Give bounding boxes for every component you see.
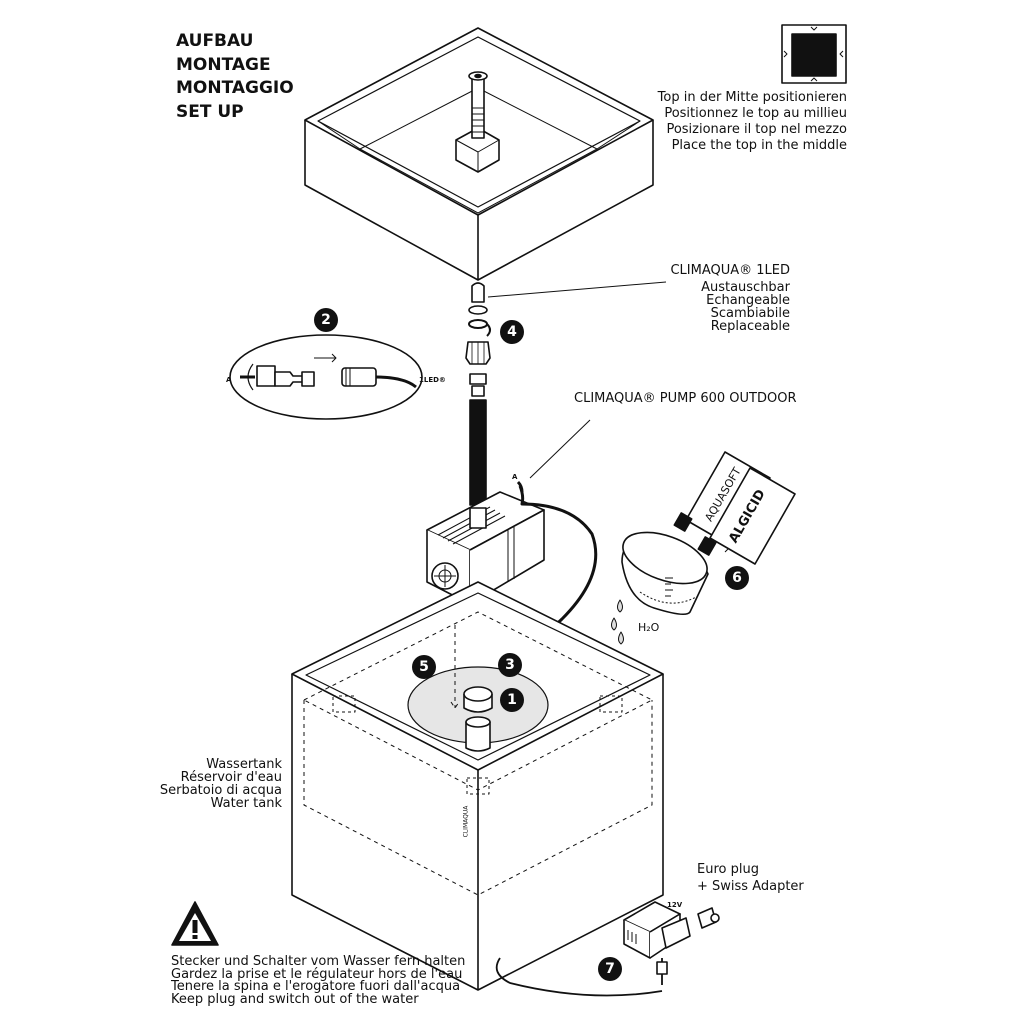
pump-label: CLIMAQUA® PUMP 600 OUTDOOR — [574, 391, 797, 406]
plug-label-line: + Swiss Adapter — [697, 879, 804, 894]
title-block: AUFBAU MONTAGE MONTAGGIO SET UP — [176, 30, 294, 124]
warning-line: Tenere la spina e l'erogatore fuori dall… — [171, 979, 461, 995]
warning-text: Stecker und Schalter vom Wasser fern hal… — [171, 954, 466, 1007]
note-line: Top in der Mitte positionieren — [657, 90, 847, 105]
tank-brand: CLIMAQUA — [462, 805, 470, 838]
plug-label: Euro plug + Swiss Adapter — [697, 861, 804, 895]
warning-icon — [171, 901, 219, 946]
title-line: MONTAGE — [176, 54, 271, 75]
note-line: Positionnez le top au millieu — [664, 106, 847, 121]
led-note-line: Echangeable — [706, 293, 790, 308]
step-badge-3: 3 — [498, 653, 522, 677]
water-drops — [611, 599, 624, 645]
cable-marker: A — [512, 473, 518, 481]
led-part — [465, 282, 491, 397]
led-note-line: Scambiabile — [710, 306, 790, 321]
tank-label-line: Serbatoio di acqua — [159, 783, 282, 798]
planter-body — [291, 581, 664, 991]
power-adapter — [623, 901, 720, 959]
step-badge-2: 2 — [314, 308, 338, 332]
top-center-note: Top in der Mitte positionieren Positionn… — [658, 90, 847, 154]
voltage-label: 12V — [667, 901, 683, 909]
step-badge-4: 4 — [500, 320, 524, 344]
led-label: CLIMAQUA® 1LED Austauschbar Echangeable … — [670, 264, 790, 333]
measuring-cup — [621, 531, 709, 616]
warning-line: Keep plug and switch out of the water — [171, 991, 419, 1007]
water-label: H₂O — [638, 621, 660, 634]
warning-line: Gardez la prise et le régulateur hors de… — [171, 966, 463, 982]
connector-led-label: 1LED® — [419, 376, 446, 384]
title-line: SET UP — [176, 101, 244, 122]
step-badge-7: 7 — [598, 957, 622, 981]
title-line: AUFBAU — [176, 31, 254, 51]
step-badge-6: 6 — [725, 566, 749, 590]
led-name: CLIMAQUA® 1LED — [670, 263, 790, 278]
connector-marker: A — [226, 376, 232, 384]
top-nozzle — [455, 71, 500, 173]
tank-label-line: Water tank — [210, 796, 282, 811]
centering-icon — [781, 24, 847, 84]
step-badge-5: 5 — [412, 655, 436, 679]
tank-label-line: Réservoir d'eau — [180, 770, 282, 785]
note-line: Posizionare il top nel mezzo — [666, 122, 847, 137]
warning-line: Stecker und Schalter vom Wasser fern hal… — [171, 954, 466, 969]
led-note-line: Replaceable — [710, 319, 790, 334]
led-note-line: Austauschbar — [701, 280, 790, 295]
step-badge-1: 1 — [500, 688, 524, 712]
tank-label: Wassertank Réservoir d'eau Serbatoio di … — [160, 758, 282, 810]
tube — [469, 399, 487, 506]
pump — [426, 491, 545, 605]
note-line: Place the top in the middle — [671, 138, 847, 153]
title-line: MONTAGGIO — [176, 78, 294, 98]
connector-detail — [229, 334, 423, 420]
tank-pipe — [463, 686, 493, 752]
tank-label-line: Wassertank — [206, 757, 282, 772]
bottles — [673, 451, 796, 565]
plug-label-line: Euro plug — [697, 862, 759, 877]
